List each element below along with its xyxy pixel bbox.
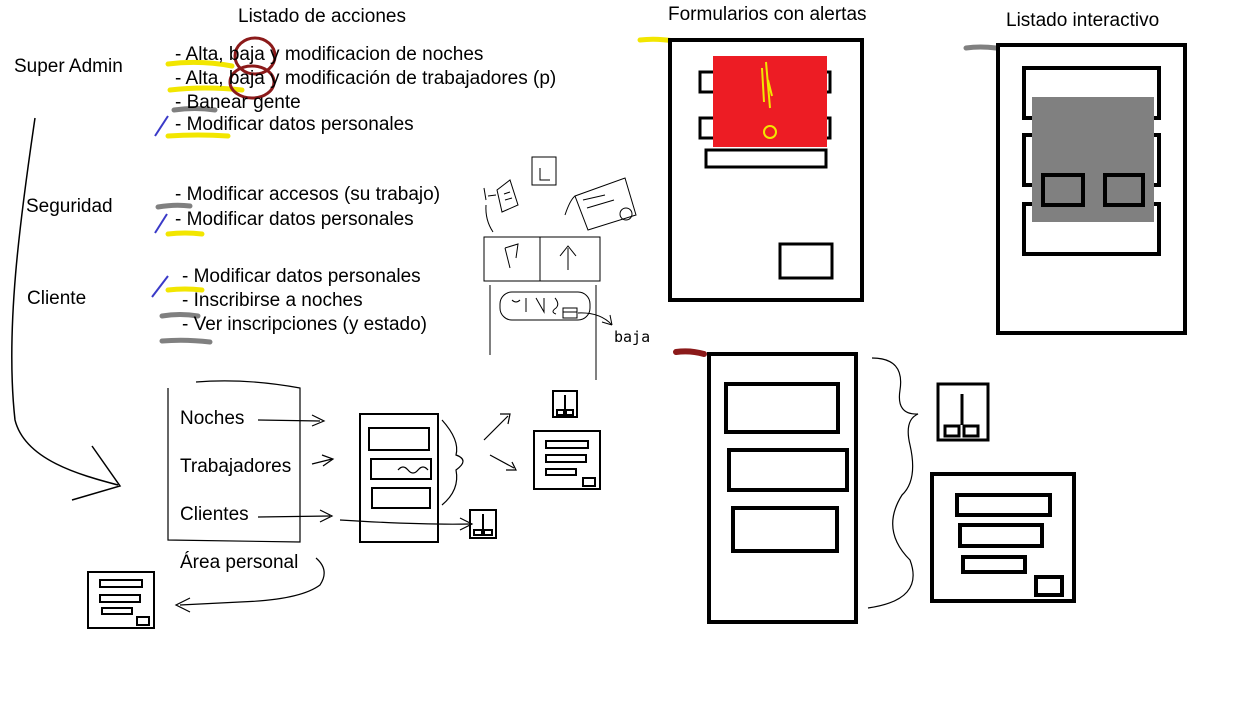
dark-red-circles <box>228 36 277 100</box>
action-item: - Banear gente <box>175 92 301 113</box>
menu-item-area-personal: Área personal <box>180 552 299 573</box>
mini-forms <box>87 430 601 629</box>
hand-sketches <box>483 156 637 380</box>
action-item: - Ver inscripciones (y estado) <box>182 314 427 335</box>
action-item: - Inscribirse a noches <box>182 290 363 311</box>
menu-item-clientes: Clientes <box>180 504 249 525</box>
large-brace <box>867 357 919 609</box>
interactive-list-phone <box>996 43 1187 335</box>
action-item: - Modificar datos personales <box>175 114 414 135</box>
menu-item-trabajadores: Trabajadores <box>180 456 292 477</box>
menu-item-noches: Noches <box>180 408 245 429</box>
action-item: - Modificar datos personales <box>175 209 414 230</box>
alert-form-phone <box>668 38 864 302</box>
check-marks <box>151 115 169 298</box>
action-item: - Alta, baja y modificacion de noches <box>175 44 484 65</box>
role-cliente: Cliente <box>27 288 87 309</box>
mini-branches <box>441 413 517 506</box>
mini-phone-list <box>359 413 439 543</box>
role-seguridad: Seguridad <box>26 196 113 217</box>
forms-title: Formularios con alertas <box>668 4 867 25</box>
large-list-phone <box>707 352 858 624</box>
mini-alert-icons <box>469 382 990 539</box>
interactive-title: Listado interactivo <box>1006 10 1160 31</box>
large-form <box>930 472 1076 603</box>
action-item: - Alta, baja y modificación de trabajado… <box>175 68 557 89</box>
action-item: - Modificar accesos (su trabajo) <box>175 184 441 205</box>
handwritten-baja-note: baja <box>614 328 651 346</box>
flow-arrow <box>11 117 122 501</box>
role-super-admin: Super Admin <box>14 56 123 77</box>
action-item: - Modificar datos personales <box>182 266 421 287</box>
actions-title: Listado de acciones <box>238 6 406 27</box>
menu-bracket <box>167 380 474 613</box>
